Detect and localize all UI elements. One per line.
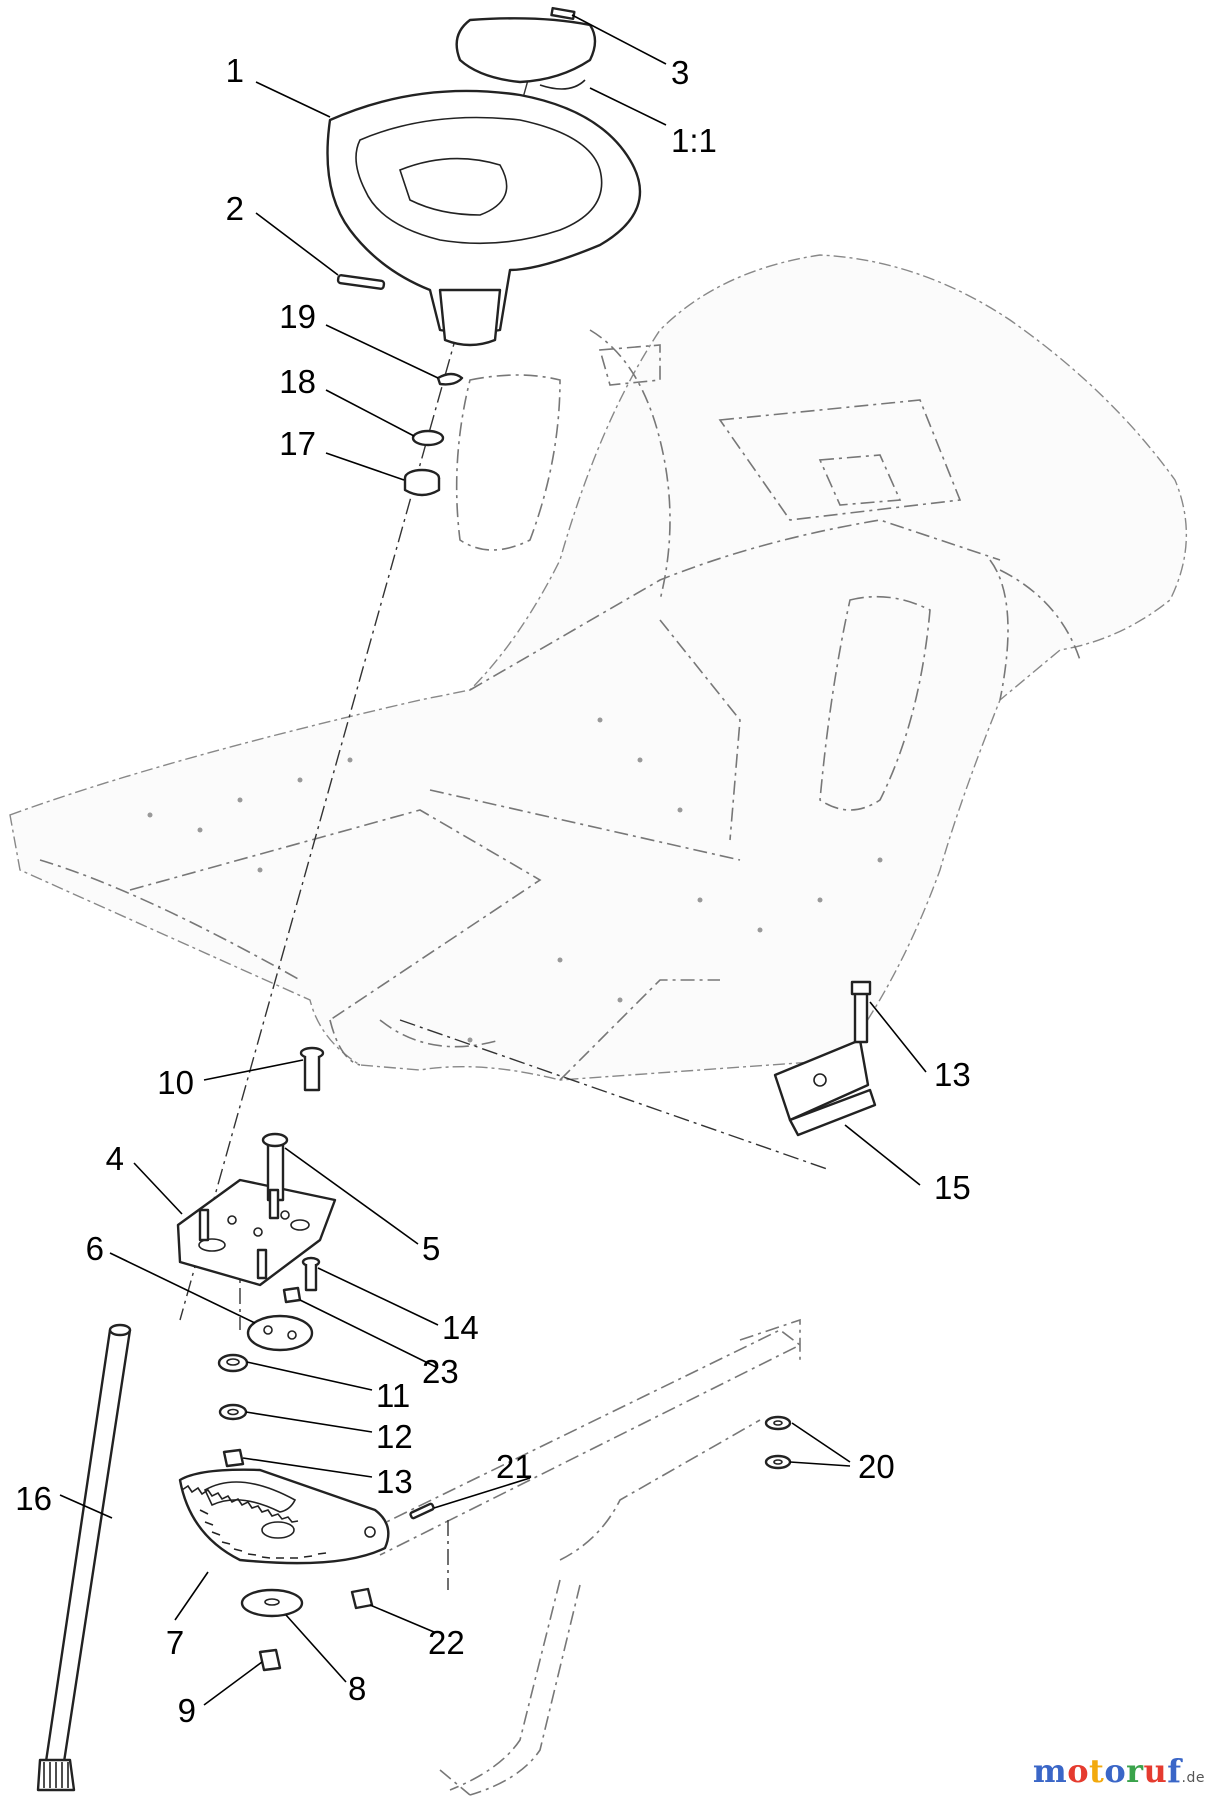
watermark-letter: o <box>1067 1752 1090 1790</box>
bolt-14 <box>301 1256 321 1292</box>
steering-plate-4 <box>176 1132 337 1287</box>
watermark-letter: u <box>1143 1752 1168 1790</box>
nut-22 <box>350 1587 374 1610</box>
steering-wheel <box>326 89 642 347</box>
steering-shaft-16 <box>36 1323 132 1792</box>
watermark-letter: f <box>1167 1752 1182 1790</box>
bushing-17 <box>403 468 441 497</box>
callout-9: 9 <box>178 1692 196 1729</box>
watermark-letter: m <box>1032 1752 1068 1790</box>
callout-13-bottom: 13 <box>376 1463 413 1500</box>
callout-5: 5 <box>422 1230 440 1267</box>
drag-link-outline <box>369 1318 802 1796</box>
callout-2: 2 <box>226 190 244 227</box>
watermark-letter: r <box>1126 1752 1144 1790</box>
callout-18: 18 <box>279 363 316 400</box>
callout-15: 15 <box>934 1169 971 1206</box>
cotter-pin-21 <box>409 1502 435 1520</box>
callout-22: 22 <box>428 1624 465 1661</box>
callout-20: 20 <box>858 1448 895 1485</box>
callout-13-top: 13 <box>934 1056 971 1093</box>
bushing-11 <box>217 1353 249 1373</box>
washers-20 <box>764 1415 792 1470</box>
callout-19: 19 <box>279 298 316 335</box>
carriage-bolt-10 <box>299 1046 325 1092</box>
body-outline <box>9 254 1187 1081</box>
callout-23: 23 <box>422 1353 459 1390</box>
flat-washer-18 <box>411 429 445 447</box>
nut-13b <box>222 1448 245 1468</box>
nut-9 <box>258 1648 282 1672</box>
roll-pin <box>336 274 386 290</box>
watermark-letter: t <box>1089 1752 1105 1790</box>
callout-21: 21 <box>496 1448 533 1485</box>
callout-4: 4 <box>106 1140 124 1177</box>
callout-10: 10 <box>157 1064 194 1101</box>
callout-11: 11 <box>376 1377 410 1414</box>
retaining-ring <box>436 372 464 386</box>
motoruf-watermark: motoruf.de <box>1033 1752 1205 1790</box>
callout-labels: 1 3 1:1 2 19 18 17 10 13 15 4 5 6 14 23 … <box>15 52 970 1729</box>
callout-14: 14 <box>442 1309 479 1346</box>
body-rivets <box>147 717 883 1043</box>
leader-lines <box>59 14 927 1706</box>
pivot-disk-6 <box>246 1314 314 1352</box>
callout-16: 16 <box>15 1480 52 1517</box>
callout-1: 1 <box>226 52 244 89</box>
callout-17: 17 <box>279 425 316 462</box>
callout-12: 12 <box>376 1418 413 1455</box>
wheel-cap <box>455 6 597 90</box>
callout-1-1: 1:1 <box>671 122 717 159</box>
callout-3: 3 <box>671 54 689 91</box>
washer-8 <box>240 1588 304 1618</box>
sector-gear-7 <box>178 1468 390 1565</box>
mounting-bracket-15 <box>773 980 877 1137</box>
watermark-letter: o <box>1104 1752 1127 1790</box>
nut-23 <box>282 1286 302 1304</box>
callout-7: 7 <box>166 1624 184 1661</box>
callout-8: 8 <box>348 1670 366 1707</box>
washer-12 <box>218 1403 248 1421</box>
callout-6: 6 <box>86 1230 104 1267</box>
watermark-suffix: .de <box>1181 1770 1205 1786</box>
